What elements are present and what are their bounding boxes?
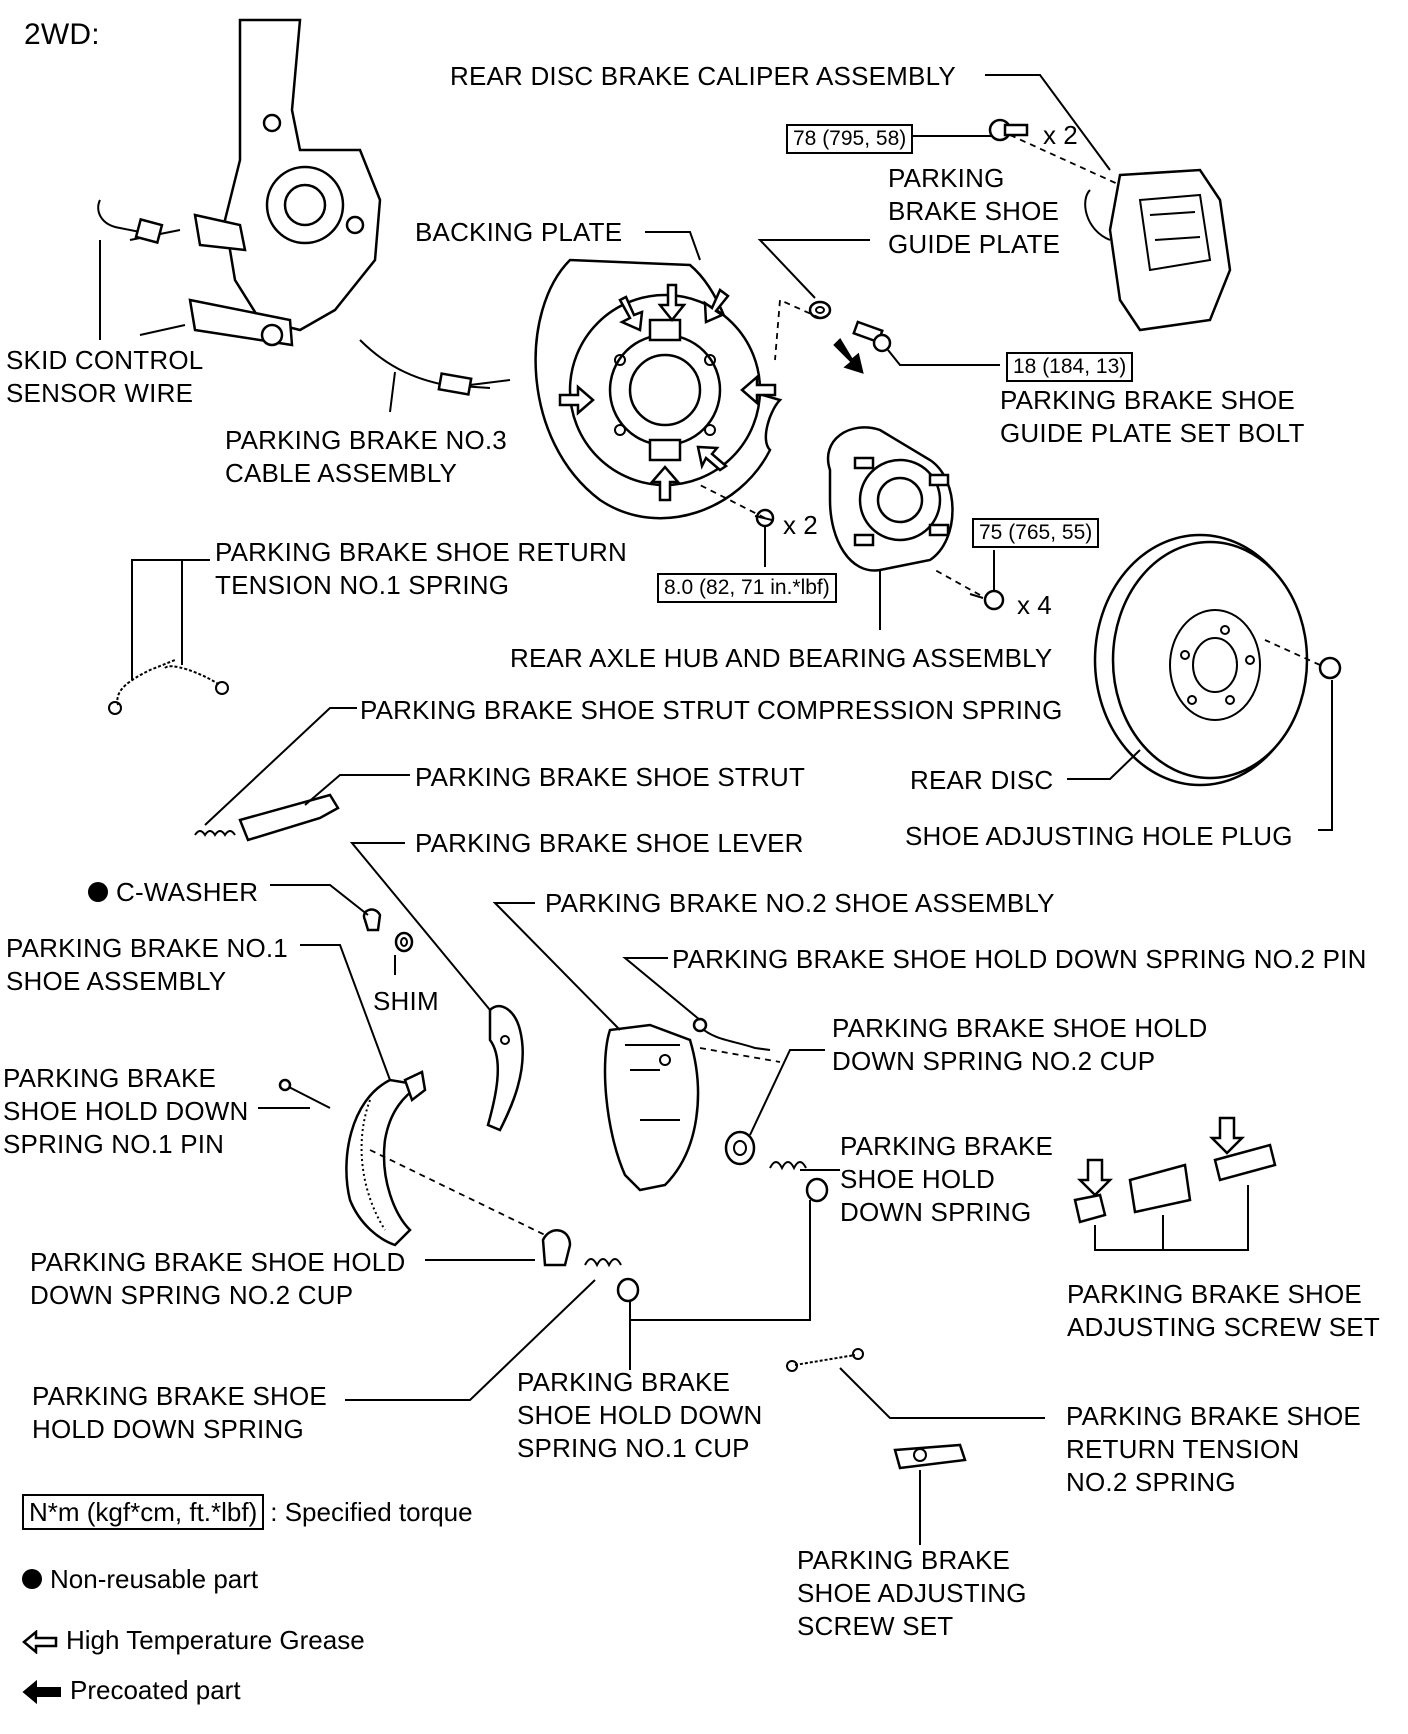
torque-backing-bolt: 8.0 (82, 71 in.*lbf)	[657, 573, 837, 603]
label-strut: PARKING BRAKE SHOE STRUT	[415, 762, 806, 792]
caliper-bolt-drawing	[900, 118, 1029, 142]
label-rear-disc: REAR DISC	[910, 765, 1054, 795]
torque-caliper-bolt: 78 (795, 58)	[786, 124, 914, 154]
label-no2-cup-right: PARKING BRAKE SHOE HOLD DOWN SPRING NO.2…	[832, 1013, 1208, 1076]
nonreusable-dot-icon	[22, 1569, 42, 1590]
label-lever: PARKING BRAKE SHOE LEVER	[415, 828, 804, 858]
label-guide-bolt: PARKING BRAKE SHOE GUIDE PLATE SET BOLT	[1000, 385, 1305, 448]
shoe-lever-drawing	[349, 842, 524, 1132]
legend-torque-box: N*m (kgf*cm, ft.*lbf)	[22, 1494, 265, 1530]
no2-shoe-drawing	[492, 902, 700, 1192]
no1-shoe-drawing	[300, 944, 427, 1247]
label-no2-pin: PARKING BRAKE SHOE HOLD DOWN SPRING NO.2…	[672, 944, 1367, 974]
shim-drawing	[394, 931, 414, 975]
label-no1-pin: PARKING BRAKE SHOE HOLD DOWN SPRING NO.1…	[3, 1063, 249, 1159]
qty-backing-bolt: x 2	[783, 510, 818, 540]
label-hold-spring-right: PARKING BRAKE SHOE HOLD DOWN SPRING	[840, 1131, 1054, 1227]
torque-guide-bolt: 18 (184, 13)	[1006, 352, 1134, 382]
return-spring-no1-drawing	[108, 559, 229, 715]
label-strut-spring: PARKING BRAKE SHOE STRUT COMPRESSION SPR…	[360, 695, 1063, 725]
c-washer-drawing	[270, 884, 382, 932]
parking-brake-cable-drawing	[359, 339, 511, 413]
strut-drawing	[238, 774, 410, 842]
label-c-washer: C-WASHER	[88, 876, 258, 909]
label-adj-screw-bottom: PARKING BRAKE SHOE ADJUSTING SCREW SET	[797, 1545, 1027, 1641]
axle-hub-drawing	[826, 426, 954, 630]
rear-disc-drawing	[1067, 533, 1309, 787]
label-no2-shoe: PARKING BRAKE NO.2 SHOE ASSEMBLY	[545, 888, 1055, 918]
guide-plate-drawing	[757, 239, 870, 361]
label-cable: PARKING BRAKE NO.3 CABLE ASSEMBLY	[225, 425, 507, 488]
torque-hub-bolt: 75 (765, 55)	[972, 518, 1100, 548]
nonreusable-dot-icon	[88, 882, 108, 903]
legend-grease: High Temperature Grease	[22, 1624, 365, 1656]
legend-precoated: Precoated part	[22, 1674, 241, 1706]
label-no1-cup: PARKING BRAKE SHOE HOLD DOWN SPRING NO.1…	[517, 1367, 763, 1463]
no1-pin-drawing	[258, 1078, 546, 1236]
backing-plate-drawing	[534, 231, 783, 520]
rear-knuckle-drawing	[129, 18, 382, 347]
skid-sensor-wire-drawing	[97, 199, 164, 340]
label-return-spring-2: PARKING BRAKE SHOE RETURN TENSION NO.2 S…	[1066, 1401, 1361, 1497]
c-washer-text: C-WASHER	[116, 877, 259, 907]
qty-caliper-bolt: x 2	[1043, 120, 1078, 150]
label-hold-spring-left: PARKING BRAKE SHOE HOLD DOWN SPRING	[32, 1381, 327, 1444]
label-guide-plate: PARKING BRAKE SHOE GUIDE PLATE	[888, 163, 1061, 259]
adj-screw-bottom-drawing	[893, 1443, 967, 1545]
hole-plug-drawing	[1264, 639, 1342, 831]
no2-cup-left-drawing	[425, 1229, 572, 1267]
adj-screw-right-drawing	[1073, 1116, 1277, 1251]
variant-label: 2WD:	[24, 18, 100, 51]
label-caliper: REAR DISC BRAKE CALIPER ASSEMBLY	[450, 61, 956, 91]
guide-plate-bolt-drawing	[833, 320, 1000, 374]
legend-nonreusable-text: Non-reusable part	[50, 1564, 259, 1594]
legend-grease-text: High Temperature Grease	[66, 1625, 365, 1655]
label-no1-shoe: PARKING BRAKE NO.1 SHOE ASSEMBLY	[6, 933, 288, 996]
hold-spring-right-drawing	[629, 1161, 840, 1365]
label-hole-plug: SHOE ADJUSTING HOLE PLUG	[905, 821, 1293, 851]
hub-bolt-drawing	[934, 550, 1005, 611]
no2-pin-drawing	[622, 957, 781, 1063]
label-shim: SHIM	[373, 986, 439, 1016]
legend-precoated-text: Precoated part	[70, 1675, 241, 1705]
caliper-drawing	[985, 74, 1232, 332]
strut-spring-drawing	[194, 707, 357, 837]
backing-plate-bolt-drawing	[699, 484, 775, 567]
hold-spring-left-drawing	[345, 1258, 640, 1401]
qty-hub-bolt: x 4	[1017, 590, 1052, 620]
no2-cup-right-drawing	[724, 1049, 825, 1166]
label-no2-cup-left: PARKING BRAKE SHOE HOLD DOWN SPRING NO.2…	[30, 1247, 406, 1310]
legend-torque-text: : Specified torque	[270, 1497, 473, 1527]
label-adj-screw-right: PARKING BRAKE SHOE ADJUSTING SCREW SET	[1067, 1279, 1380, 1342]
precoated-arrow-icon	[22, 1680, 61, 1705]
return-spring-no2-drawing	[786, 1348, 1045, 1419]
legend-torque: N*m (kgf*cm, ft.*lbf): Specified torque	[22, 1494, 473, 1530]
label-backing-plate: BACKING PLATE	[415, 217, 623, 247]
legend-nonreusable: Non-reusable part	[22, 1563, 258, 1595]
label-skid-sensor: SKID CONTROL SENSOR WIRE	[6, 345, 204, 408]
label-hub: REAR AXLE HUB AND BEARING ASSEMBLY	[510, 643, 1053, 673]
grease-arrow-icon	[22, 1630, 58, 1655]
label-return-spring-1: PARKING BRAKE SHOE RETURN TENSION NO.1 S…	[215, 537, 627, 600]
